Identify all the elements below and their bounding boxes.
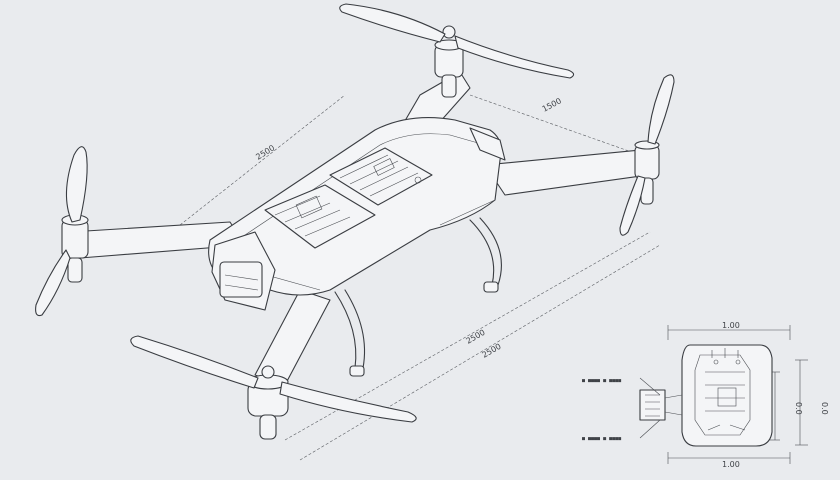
propeller-left [35,146,88,317]
detail-note-1: ■ ■■■■ ■ ■■■■ [582,378,621,384]
dimension-right-arm: 1500 [541,96,563,114]
dimension-lower-right: 2500 [481,342,503,360]
motor-left [61,214,89,283]
detail-view [639,325,808,464]
motor-top [434,25,464,98]
propeller-bottom [130,335,417,423]
landing-legs [334,217,502,377]
propeller-top [339,3,575,79]
dimension-top-span: 2500 [254,143,276,161]
drone-body [208,116,506,311]
detail-width-bottom: 1.00 [722,460,740,469]
dimension-lower-left: 2500 [465,328,487,346]
detail-height-1: 0.0 [794,402,803,415]
detail-width-top: 1.00 [722,321,740,330]
detail-note-2: ■ ■■■■ ■ ■■■■ [582,436,621,442]
propeller-right [619,74,675,236]
detail-height-2: 0.0 [820,402,829,415]
